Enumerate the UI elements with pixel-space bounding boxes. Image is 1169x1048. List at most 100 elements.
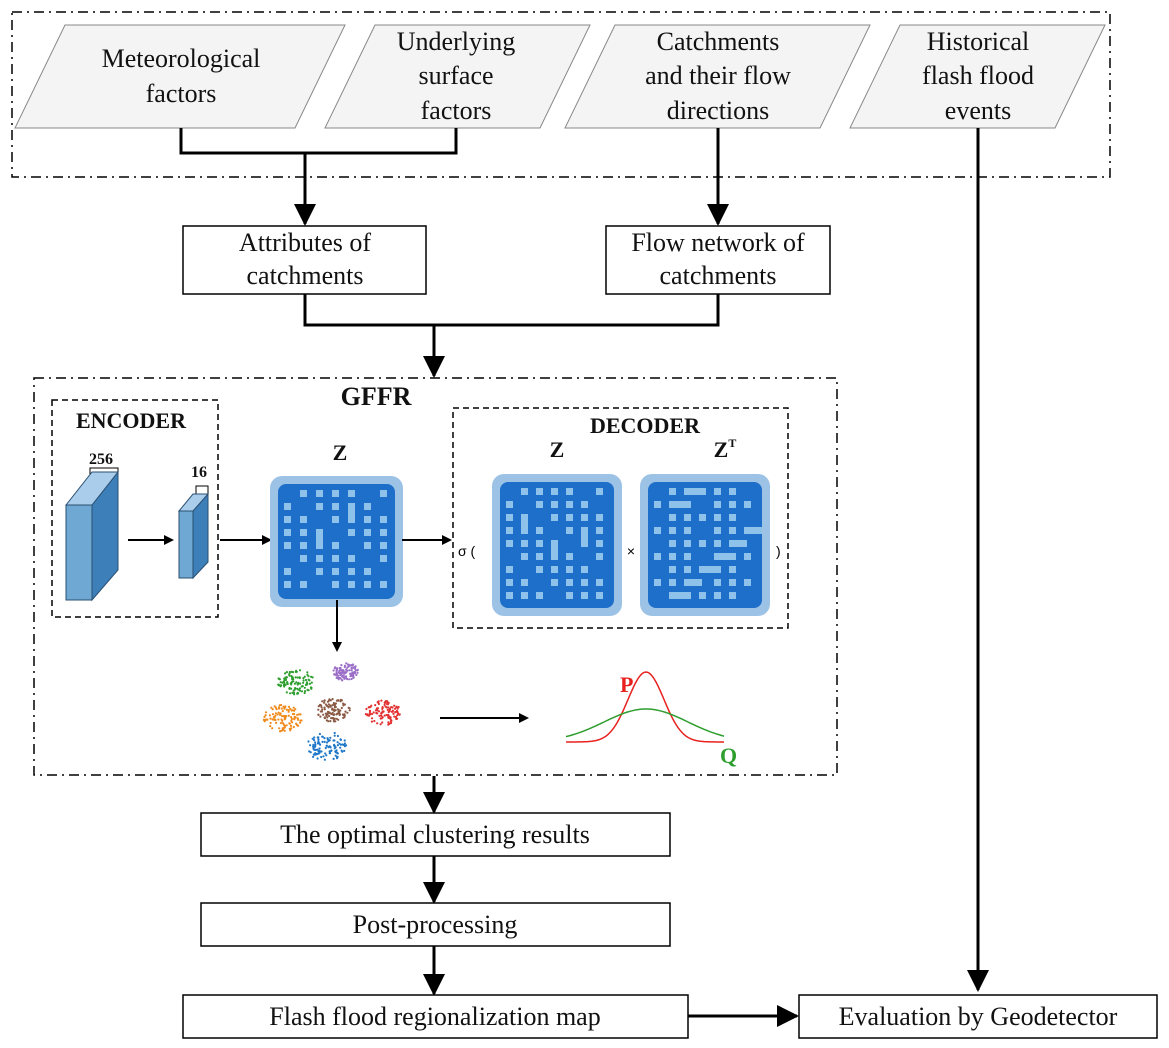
matrix-cell	[744, 501, 751, 508]
input-line: factors	[146, 79, 217, 108]
cluster-point	[327, 746, 330, 749]
matrix-cell	[566, 488, 573, 495]
cluster-point	[288, 687, 291, 690]
cluster-point	[393, 707, 397, 710]
cluster-point	[294, 708, 297, 711]
cluster-point	[278, 706, 281, 709]
cluster-point	[313, 739, 316, 742]
decoder-zt-sup: T	[728, 436, 736, 450]
cluster-point	[323, 699, 326, 703]
matrix-cell	[506, 501, 513, 508]
cluster-point	[293, 688, 296, 691]
cluster-point	[329, 720, 332, 723]
cluster-point	[303, 691, 306, 695]
cluster-point	[278, 704, 281, 707]
cluster-point	[342, 716, 345, 720]
cluster-point	[317, 750, 320, 753]
cluster-point	[283, 717, 286, 721]
matrix-cell	[684, 553, 691, 560]
matrix-cell	[669, 540, 676, 547]
cluster-point	[284, 683, 287, 687]
cluster-point	[326, 710, 330, 714]
decoder-zt-matrix	[640, 474, 770, 616]
cluster-point	[328, 714, 331, 718]
cluster-point	[283, 715, 287, 718]
cluster-point	[348, 664, 352, 667]
matrix-cell	[536, 540, 543, 547]
cluster-point	[282, 705, 285, 708]
cluster-point	[319, 715, 322, 718]
cluster-point	[397, 705, 400, 709]
cluster-point	[345, 662, 348, 665]
matrix-cell	[551, 501, 558, 508]
matrix-cell	[729, 540, 747, 547]
input-catchments-flow: Catchments and their flow directions	[564, 24, 871, 129]
cluster-point	[381, 716, 384, 719]
cluster-point	[273, 716, 276, 719]
cluster-point	[346, 711, 349, 714]
cluster-point	[321, 735, 324, 738]
matrix-cell	[566, 501, 573, 508]
matrix-cell	[300, 581, 307, 588]
matrix-cell	[364, 529, 371, 536]
box-attributes: Attributes of catchments	[182, 225, 427, 295]
cluster-point	[334, 754, 337, 757]
box-line: catchments	[247, 261, 364, 290]
cluster-point	[343, 749, 346, 753]
cluster-point	[329, 746, 332, 749]
matrix-cell	[714, 501, 721, 508]
matrix-cell	[348, 555, 355, 562]
cluster-point	[352, 676, 355, 679]
box-regionalization-map: Flash flood regionalization map	[182, 994, 689, 1039]
cluster-point	[264, 714, 267, 717]
cluster-point	[287, 710, 290, 713]
matrix-cell	[506, 579, 513, 586]
cluster-point	[264, 711, 268, 714]
matrix-cell	[316, 529, 323, 547]
cluster-point	[324, 746, 327, 750]
cluster-point	[353, 666, 357, 669]
matrix-cell	[364, 581, 371, 588]
decoder-z-matrix	[492, 474, 622, 616]
cluster-point	[272, 718, 276, 721]
cluster-point	[308, 682, 311, 685]
matrix-cell	[536, 527, 543, 534]
cluster-point	[396, 717, 399, 720]
box-label: The optimal clustering results	[280, 820, 590, 849]
matrix-cell	[699, 488, 706, 495]
matrix-cell	[536, 501, 543, 508]
decoder-zt-base: Z	[714, 437, 729, 462]
matrix-cell	[669, 592, 687, 599]
matrix-cell	[506, 540, 513, 547]
cluster-point	[293, 709, 296, 712]
cluster-point	[376, 707, 379, 710]
cluster-point	[290, 716, 293, 719]
cluster-point	[386, 708, 389, 712]
cluster-point	[268, 714, 271, 717]
matrix-cell	[714, 579, 721, 586]
cluster-point	[385, 713, 388, 717]
cluster-point	[320, 706, 323, 709]
cluster-point	[306, 673, 309, 676]
cluster-point	[279, 713, 282, 717]
matrix-cell	[566, 553, 573, 560]
matrix-cell	[521, 527, 528, 534]
cluster-point	[274, 712, 277, 715]
cluster-point	[353, 672, 357, 675]
matrix-cell	[332, 516, 339, 523]
cluster-point	[282, 728, 285, 731]
cluster-point	[325, 754, 328, 757]
cluster-point	[283, 726, 286, 729]
cluster-point	[289, 692, 292, 695]
cluster-scatter	[262, 662, 401, 761]
cluster-point	[342, 702, 345, 705]
input-line: factors	[421, 96, 492, 125]
cluster-point	[326, 737, 329, 740]
q-label: Q	[720, 743, 737, 768]
matrix-cell	[596, 514, 603, 521]
cluster-point	[330, 712, 333, 716]
cluster-point	[293, 693, 296, 696]
box-label: Flash flood regionalization map	[269, 1002, 600, 1031]
cluster-point	[332, 739, 335, 742]
